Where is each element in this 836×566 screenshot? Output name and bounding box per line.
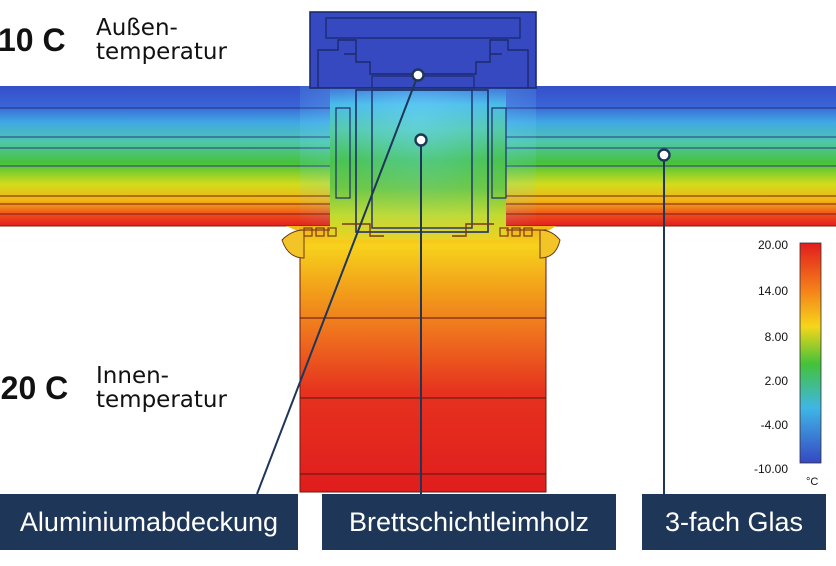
outside-temperature-label-line2: temperatur (96, 39, 227, 65)
legend-tick: 2.00 (764, 374, 788, 388)
callout-triple-glazing: 3-fach Glas (642, 494, 826, 550)
callout-triple-glazing-label: 3-fach Glas (664, 506, 804, 537)
outside-temperature-label-line1: Außen- (96, 15, 178, 41)
mullion-profile (300, 86, 536, 240)
callout-aluminium-cover-label: Aluminiumabdeckung (19, 506, 279, 537)
legend-tick: -4.00 (760, 418, 788, 432)
leader-aluminium (256, 68, 425, 495)
legend-tick: 20.00 (757, 238, 788, 252)
callout-glulam-timber: Brettschichtleimholz (322, 494, 616, 550)
inside-temperature-value: -20 C (0, 370, 69, 406)
leader-glass (657, 148, 671, 494)
outside-temperature-value: 10 C (0, 22, 66, 58)
leader-timber (414, 133, 428, 494)
callout-glulam-timber-label: Brettschichtleimholz (348, 506, 590, 537)
inside-temperature-label-line1: Innen- (96, 363, 169, 389)
color-scale (799, 242, 822, 464)
legend-tick: -10.00 (753, 462, 788, 476)
legend-tick: 14.00 (757, 284, 788, 298)
legend-unit: °C (806, 476, 819, 488)
callout-aluminium-cover: Aluminiumabdeckung (0, 494, 298, 550)
legend-tick: 8.00 (764, 330, 788, 344)
inside-temperature-label-line2: temperatur (96, 387, 227, 413)
